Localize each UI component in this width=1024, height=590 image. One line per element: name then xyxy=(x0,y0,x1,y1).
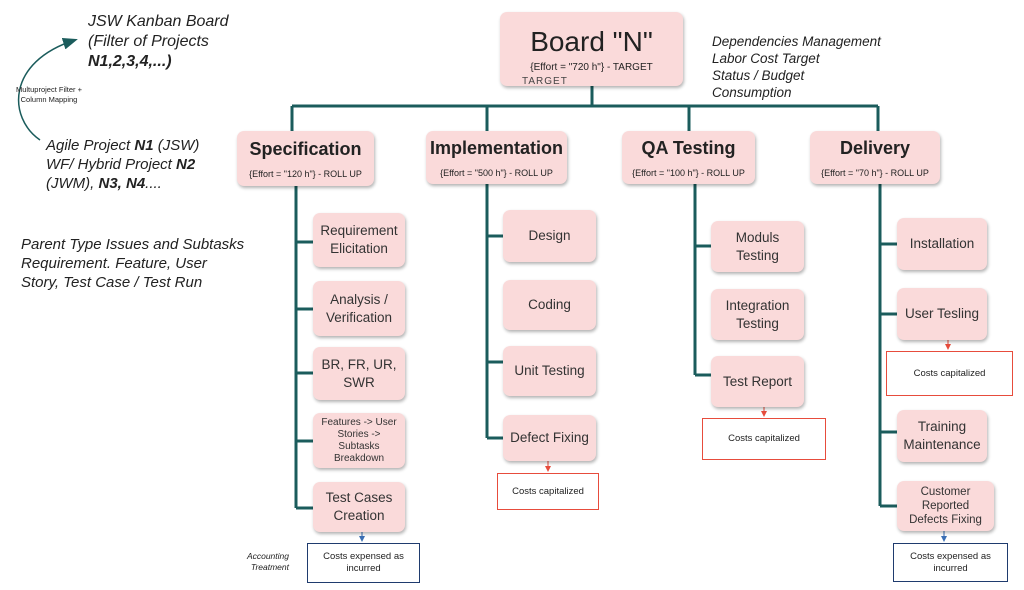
parent-line: Requirement. Feature, User xyxy=(21,255,207,272)
kanban-line: JSW Kanban Board xyxy=(88,13,229,30)
task-label: Unit Testing xyxy=(514,363,585,378)
task-node: Training Maintenance xyxy=(897,410,987,462)
board-effort: {Effort = "720 h"} - TARGET xyxy=(530,61,653,73)
mapping-curve-arrow xyxy=(17,37,78,141)
task-node: User Tesling xyxy=(897,288,987,340)
task-label: Requirement Elicitation xyxy=(320,223,398,256)
cost-box-capitalized: Costs capitalized xyxy=(886,351,1013,396)
parent-line: Parent Type Issues and Subtasks xyxy=(21,236,245,253)
task-node: Integration Testing xyxy=(711,289,804,340)
cost-label: Costs capitalized xyxy=(512,485,584,497)
agile-text: Agile Project xyxy=(46,137,135,154)
task-label: Coding xyxy=(528,297,571,312)
task-label: User Tesling xyxy=(904,306,980,321)
column-delivery: Delivery {Effort = "70 h"} - ROLL UP xyxy=(810,131,940,184)
dependencies-note: Dependencies Management Labor Cost Targe… xyxy=(712,33,881,101)
kanban-note: JSW Kanban Board (Filter of Projects N1,… xyxy=(88,12,229,72)
task-node: Coding xyxy=(503,280,596,330)
task-label: Customer Reported Defects Fixing xyxy=(909,486,982,526)
task-label: Test Cases Creation xyxy=(325,490,393,523)
task-label: Training Maintenance xyxy=(903,419,981,452)
task-node: Customer Reported Defects Fixing xyxy=(897,481,994,531)
task-node: Moduls Testing xyxy=(711,221,804,272)
agile-text: WF/ Hybrid Project xyxy=(46,156,177,173)
task-node: Defect Fixing xyxy=(503,415,596,461)
task-label: BR, FR, UR, SWR xyxy=(321,356,397,390)
mapping-label: Multuproject Filter + Column Mapping xyxy=(15,85,83,104)
agile-bold: N3, N4 xyxy=(98,175,146,192)
task-node: Features -> User Stories -> Subtasks Bre… xyxy=(313,413,405,468)
kanban-projects: N1,2,3,4,...) xyxy=(88,53,172,70)
cost-box-expensed: Costs expensed as incurred xyxy=(893,543,1008,582)
agile-bold: N2 xyxy=(176,156,196,173)
accounting-treatment-label: Accounting Treatment xyxy=(246,551,289,572)
dependencies-line: Dependencies Management xyxy=(712,34,881,49)
board-root-node: Board "N" {Effort = "720 h"} - TARGET xyxy=(500,12,683,86)
cost-label: Costs expensed as incurred xyxy=(910,550,991,574)
cost-box-capitalized: Costs capitalized xyxy=(702,418,826,460)
task-label: Features -> User Stories -> Subtasks Bre… xyxy=(321,416,397,464)
kanban-line: (Filter of Projects xyxy=(88,33,209,50)
cost-label: Costs expensed as incurred xyxy=(323,551,404,574)
task-label: Defect Fixing xyxy=(510,430,589,445)
agile-note: Agile Project N1 (JSW) WF/ Hybrid Projec… xyxy=(46,136,199,193)
task-label: Analysis / Verification xyxy=(325,291,393,325)
column-title: Delivery xyxy=(839,137,911,158)
column-specification: Specification {Effort = "120 h"} - ROLL … xyxy=(237,131,374,186)
dependencies-line: Labor Cost Target xyxy=(712,51,820,66)
agile-bold: N1 xyxy=(134,137,154,154)
task-node: Analysis / Verification xyxy=(313,281,405,336)
agile-text: .... xyxy=(145,175,162,192)
dependencies-line: Consumption xyxy=(712,85,792,100)
task-node: Requirement Elicitation xyxy=(313,213,405,267)
column-qa-testing: QA Testing {Effort = "100 h"} - ROLL UP xyxy=(622,131,755,184)
column-effort: {Effort = "100 h"} - ROLL UP xyxy=(632,167,745,178)
column-title: Specification xyxy=(249,138,362,159)
dependencies-line: Status / Budget xyxy=(712,68,805,83)
hierarchy-connectors xyxy=(290,86,897,510)
task-node: Installation xyxy=(897,218,987,270)
board-title: Board "N" xyxy=(530,25,653,57)
column-effort: {Effort = "500 h"} - ROLL UP xyxy=(440,167,553,178)
column-title: QA Testing xyxy=(641,137,736,158)
task-label: Installation xyxy=(909,236,975,251)
agile-text: (JSW) xyxy=(153,137,200,154)
task-node: Unit Testing xyxy=(503,346,596,396)
cost-label: Costs capitalized xyxy=(728,433,800,444)
column-implementation: Implementation {Effort = "500 h"} - ROLL… xyxy=(426,131,567,184)
column-effort: {Effort = "70 h"} - ROLL UP xyxy=(821,167,929,178)
task-label: Design xyxy=(528,228,571,243)
task-node: Test Report xyxy=(711,356,804,407)
board-under-text: TARGET xyxy=(522,76,568,87)
task-node: Design xyxy=(503,210,596,262)
column-effort: {Effort = "120 h"} - ROLL UP xyxy=(249,168,362,179)
task-label: Integration Testing xyxy=(725,297,790,331)
parent-types-note: Parent Type Issues and Subtasks Requirem… xyxy=(21,235,244,292)
task-label: Moduls Testing xyxy=(735,229,780,263)
cost-box-capitalized: Costs capitalized xyxy=(497,473,599,510)
task-label: Test Report xyxy=(722,373,793,389)
parent-line: Story, Test Case / Test Run xyxy=(21,274,203,291)
cost-label: Costs capitalized xyxy=(913,367,986,379)
task-node: Test Cases Creation xyxy=(313,482,405,532)
cost-box-expensed: Costs expensed as incurred xyxy=(307,543,420,583)
task-node: BR, FR, UR, SWR xyxy=(313,347,405,400)
agile-text: (JWM), xyxy=(46,175,99,192)
column-title: Implementation xyxy=(429,137,563,158)
